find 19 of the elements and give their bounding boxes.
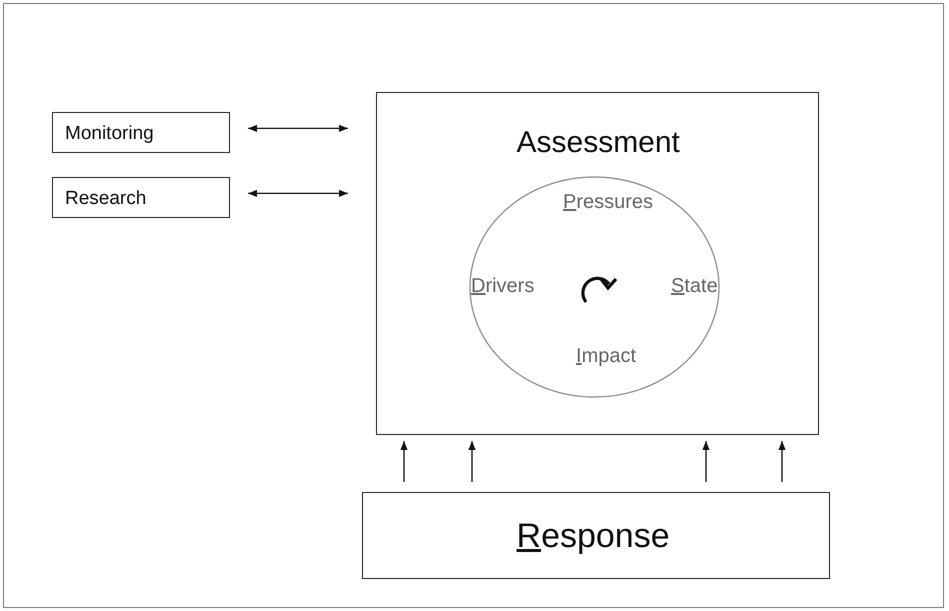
heading: Assessment bbox=[516, 126, 680, 160]
arrow bbox=[468, 441, 476, 482]
cycle-ellipse bbox=[469, 176, 720, 398]
label: Monitoring bbox=[65, 122, 154, 144]
arrow bbox=[248, 124, 348, 132]
assessment-box bbox=[376, 92, 819, 435]
arrow bbox=[400, 441, 408, 482]
label: Research bbox=[65, 188, 146, 210]
label: Response bbox=[516, 516, 670, 556]
arrow bbox=[248, 190, 348, 198]
label: Pressures bbox=[563, 190, 654, 214]
label: Drivers bbox=[471, 274, 534, 298]
response-box bbox=[362, 492, 830, 579]
label: Impact bbox=[576, 344, 636, 368]
arrow bbox=[778, 441, 786, 482]
label: State bbox=[671, 274, 718, 298]
process-box bbox=[52, 112, 230, 153]
process-box bbox=[52, 177, 230, 218]
arrow bbox=[702, 441, 710, 482]
